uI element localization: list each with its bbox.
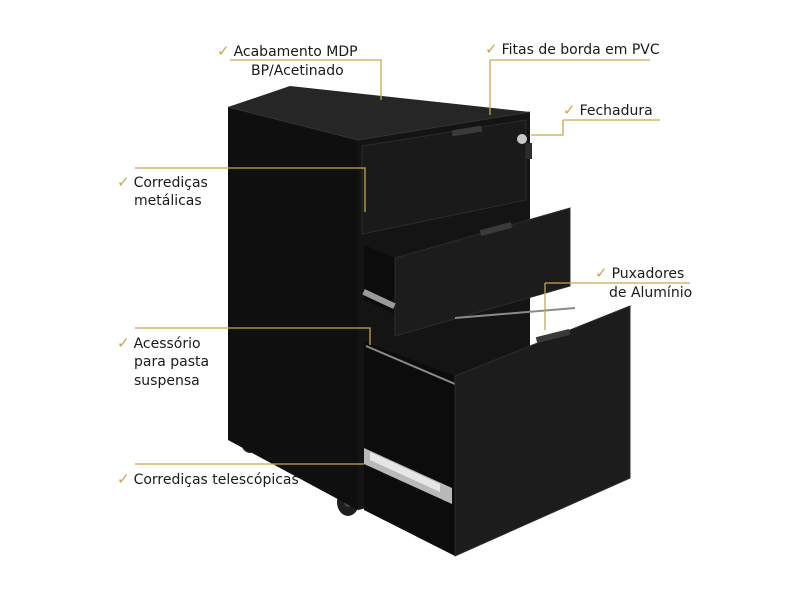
label-telescopicas-line1: Corrediças telescópicas — [133, 472, 299, 488]
label-acessorio-line3: suspensa — [134, 373, 200, 389]
label-puxadores-line2: de Alumínio — [609, 285, 693, 301]
check-icon: ✓ — [117, 470, 130, 488]
middle-drawer — [362, 207, 571, 337]
check-icon: ✓ — [117, 173, 130, 191]
label-acessorio: ✓Acessório — [117, 334, 201, 354]
label-puxadores-line1: Puxadores — [611, 266, 685, 282]
label-acabamento-2: BP/Acetinado — [251, 62, 344, 81]
label-acessorio-line2: para pasta — [134, 354, 210, 370]
label-acessorio-line1: Acessório — [133, 336, 201, 352]
callout-lines — [135, 59, 690, 465]
label-corredicas-2: metálicas — [134, 192, 202, 211]
label-fitas: ✓Fitas de borda em PVC — [485, 40, 660, 60]
label-acessorio-2: para pasta — [134, 353, 209, 372]
label-puxadores-2: de Alumínio — [609, 284, 692, 303]
check-icon: ✓ — [485, 40, 498, 58]
label-fechadura: ✓Fechadura — [563, 101, 653, 121]
label-puxadores: ✓Puxadores — [595, 264, 684, 284]
bottom-drawer — [364, 305, 631, 557]
label-fechadura-line1: Fechadura — [579, 103, 653, 119]
check-icon: ✓ — [117, 334, 130, 352]
check-icon: ✓ — [563, 101, 576, 119]
label-corredicas-line2: metálicas — [134, 193, 202, 209]
label-acessorio-3: suspensa — [134, 372, 200, 391]
label-corredicas-line1: Corrediças — [133, 175, 208, 191]
check-icon: ✓ — [217, 42, 230, 60]
label-fitas-line1: Fitas de borda em PVC — [501, 42, 660, 58]
label-telescopicas: ✓Corrediças telescópicas — [117, 470, 299, 490]
label-corredicas: ✓Corrediças — [117, 173, 208, 193]
top-drawer — [361, 119, 532, 235]
label-acabamento: ✓Acabamento MDP — [217, 42, 358, 62]
label-acabamento-line2: BP/Acetinado — [251, 63, 344, 79]
check-icon: ✓ — [595, 264, 608, 282]
label-acabamento-line1: Acabamento MDP — [233, 44, 358, 60]
lock-icon — [517, 134, 527, 144]
